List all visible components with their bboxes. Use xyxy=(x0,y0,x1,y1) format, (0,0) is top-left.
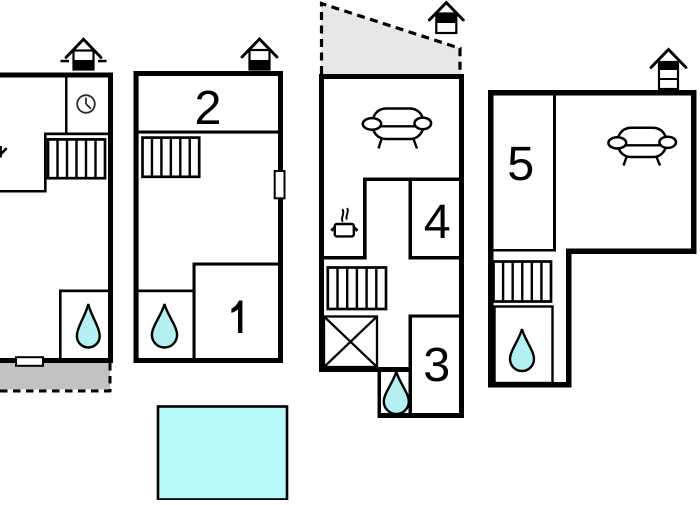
svg-text:5: 5 xyxy=(507,137,534,191)
svg-text:2: 2 xyxy=(195,81,222,135)
svg-text:3: 3 xyxy=(423,338,450,392)
svg-text:4: 4 xyxy=(424,195,451,249)
